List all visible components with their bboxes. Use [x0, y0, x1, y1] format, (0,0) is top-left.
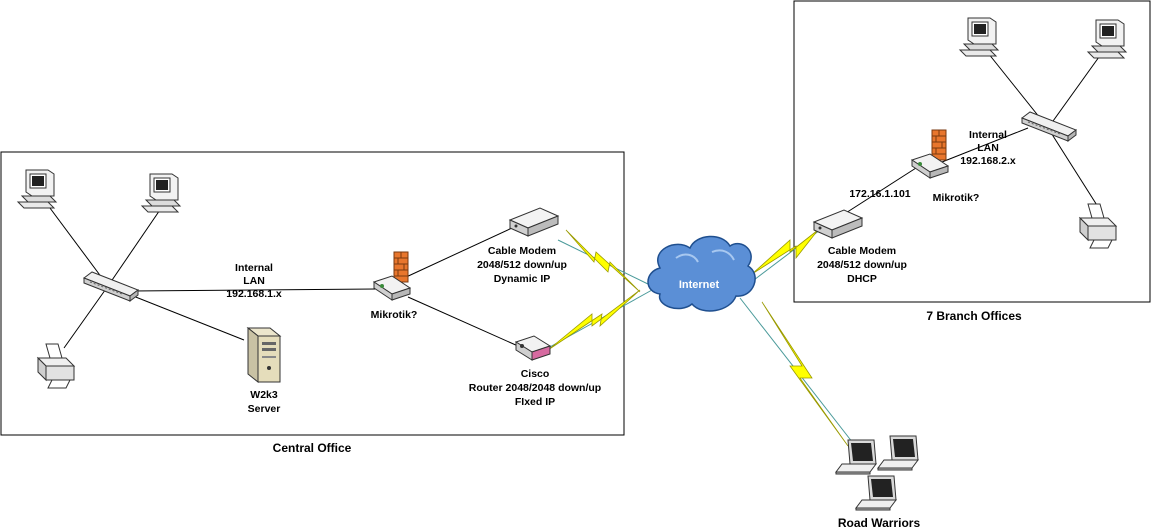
laptop-icon [855, 475, 897, 511]
branch-router-label: Mikrotik? [933, 192, 980, 204]
central-modem-speed: 2048/512 down/up [477, 259, 567, 271]
central-modem-ip: Dynamic IP [494, 273, 551, 285]
wan-lightning-icon [565, 229, 641, 293]
branch-lan-subnet: 192.168.2.x [960, 155, 1016, 167]
central-switch-icon [83, 271, 139, 302]
branch-lan-label: LAN [977, 142, 999, 154]
printer-icon [1079, 203, 1117, 249]
branch-modem-label: Cable Modem [828, 245, 896, 257]
branch-office-title: 7 Branch Offices [926, 309, 1022, 323]
central-modem-label: Cable Modem [488, 245, 556, 257]
cisco-label: Cisco [521, 368, 550, 380]
server-label: W2k3 [250, 389, 278, 401]
server-icon [247, 327, 281, 383]
cable-modem-icon [813, 209, 863, 239]
central-lan-subnet: 192.168.1.x [226, 288, 282, 300]
desktop-computer-icon [17, 169, 57, 209]
desktop-computer-icon [141, 173, 181, 213]
cisco-speed: Router 2048/2048 down/up [469, 382, 601, 394]
branch-modem-dhcp: DHCP [847, 273, 877, 285]
laptop-icon [877, 435, 919, 471]
branch-ip-label: 172.16.1.101 [849, 188, 910, 200]
wan-lightning-icon [547, 289, 641, 351]
wan-lightning-icon [761, 301, 849, 447]
cisco-router-icon [515, 335, 551, 361]
internet-label: Internet [679, 279, 720, 291]
branch-office-frame [793, 0, 1151, 303]
laptop-icon [835, 439, 877, 475]
central-lan-links [43, 199, 519, 349]
wan-lightning-icon [751, 229, 819, 275]
cable-modem-icon [509, 207, 559, 237]
central-lan-label: Internal [235, 262, 273, 274]
desktop-computer-icon [959, 17, 999, 57]
branch-lan-label: Internal [969, 129, 1007, 141]
central-lan-label: LAN [243, 275, 265, 287]
firewall-router-icon [373, 251, 411, 301]
central-office-frame [0, 151, 625, 436]
cisco-ip: FIxed IP [515, 396, 555, 408]
printer-icon [37, 343, 75, 389]
firewall-router-icon [911, 129, 949, 179]
branch-modem-speed: 2048/512 down/up [817, 259, 907, 271]
branch-switch-icon [1021, 111, 1077, 142]
server-label: Server [248, 403, 281, 415]
central-router-label: Mikrotik? [371, 309, 418, 321]
road-warriors-title: Road Warriors [838, 516, 921, 530]
internet-cloud-icon [647, 235, 756, 312]
desktop-computer-icon [1087, 19, 1127, 59]
central-office-title: Central Office [273, 441, 352, 455]
